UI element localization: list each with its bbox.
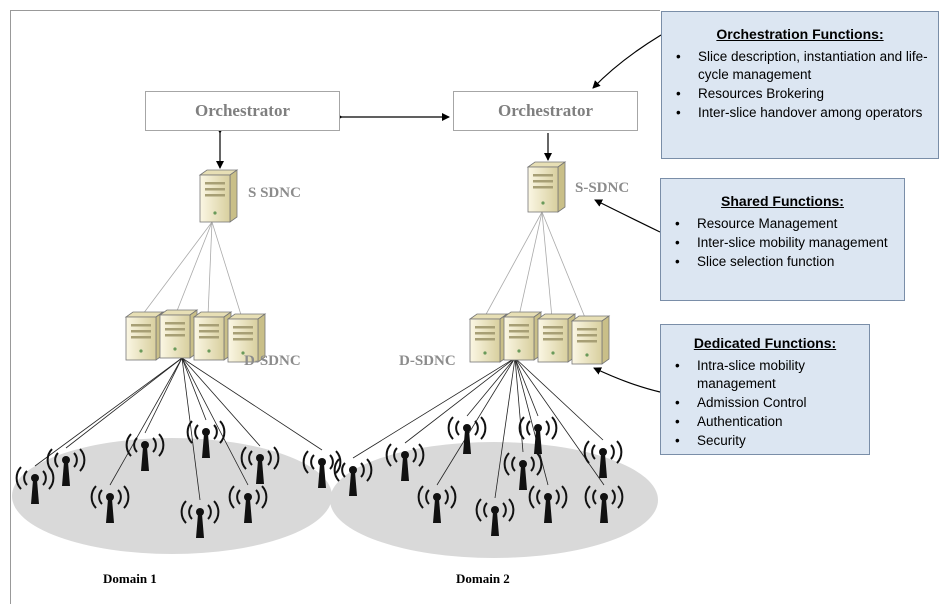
server-icon: [502, 311, 543, 361]
link-line: [34, 357, 183, 467]
d-sdnc-right-label: D-SDNC: [399, 353, 456, 369]
domain-1-label: Domain 1: [103, 571, 157, 586]
dedicated-pointer-arrow: [593, 367, 661, 393]
s-sdnc-right-label: S-SDNC: [575, 180, 630, 196]
antenna-icon: [240, 446, 280, 484]
list-item: Resources Brokering: [662, 85, 938, 103]
antenna-icon: [333, 458, 373, 496]
antenna-icon: [90, 485, 130, 523]
server-icon: [468, 313, 509, 363]
server-icon: [226, 313, 267, 363]
link-line: [541, 211, 587, 321]
list-item: Admission Control: [661, 394, 869, 412]
list-item: Inter-slice mobility management: [661, 234, 904, 252]
link-line: [181, 357, 207, 421]
domain-2-label: Domain 2: [456, 571, 510, 586]
server-icon: [198, 169, 239, 223]
list-item: Slice description, instantiation and lif…: [662, 48, 938, 84]
antenna-icon: [302, 450, 342, 488]
orchestrator-box-left: Orchestrator: [145, 91, 340, 131]
link-line: [181, 357, 201, 501]
orchestration-functions-panel: Orchestration Functions: Slice descripti…: [661, 11, 939, 159]
orchestration-functions-title: Orchestration Functions:: [716, 26, 884, 42]
dedicated-functions-panel: Dedicated Functions: Intra-slice mobilit…: [660, 324, 870, 455]
link-line: [514, 357, 604, 441]
antenna-icon: [125, 433, 165, 471]
list-item: Inter-slice handover among operators: [662, 104, 938, 122]
shared-functions-title: Shared Functions:: [721, 193, 844, 209]
orchestration-functions-list: Slice description, instantiation and lif…: [662, 48, 938, 122]
arrows-layer: [216, 34, 662, 393]
antenna-icon: [447, 416, 487, 454]
antenna-icon: [518, 416, 558, 454]
antenna-icon: [186, 420, 226, 458]
link-line: [541, 211, 553, 319]
server-icon: [158, 309, 199, 359]
link-line: [65, 357, 183, 449]
antenna-icon: [228, 485, 268, 523]
link-line: [181, 357, 249, 486]
link-line: [514, 357, 539, 417]
server-icon: [570, 315, 611, 365]
link-line: [518, 211, 543, 317]
shared-functions-list: Resource Management Inter-slice mobility…: [661, 215, 904, 271]
antenna-icon: [180, 500, 220, 538]
link-line: [514, 357, 605, 486]
dedicated-functions-title: Dedicated Functions:: [693, 335, 837, 351]
list-item: Resource Management: [661, 215, 904, 233]
link-line: [466, 357, 516, 417]
server-icon: [124, 311, 165, 361]
list-item: Intra-slice mobility management: [661, 357, 869, 393]
s-sdnc-left-label: S SDNC: [248, 185, 301, 201]
link-line: [494, 357, 516, 499]
orchestration-pointer-arrow: [592, 34, 662, 89]
shared-pointer-arrow: [594, 199, 661, 233]
link-line: [139, 221, 213, 319]
dedicated-functions-list: Intra-slice mobility management Admissio…: [661, 357, 869, 450]
antenna-icon: [15, 466, 55, 504]
server-icon: [526, 161, 567, 213]
list-item: Security: [661, 432, 869, 450]
antenna-icon: [385, 443, 425, 481]
frame-top-border: [10, 10, 660, 11]
link-line: [109, 357, 183, 486]
domain-1-area: [12, 438, 332, 554]
link-line: [352, 357, 516, 459]
link-line: [404, 357, 516, 444]
frame-left-border: [10, 10, 11, 604]
link-line: [483, 211, 543, 319]
antenna-icon: [528, 485, 568, 523]
connection-lines-layer: [34, 211, 605, 501]
antenna-icon: [503, 452, 543, 490]
list-item: Slice selection function: [661, 253, 904, 271]
antenna-icon: [417, 485, 457, 523]
antenna-icon: [475, 498, 515, 536]
domain-areas-layer: [12, 438, 658, 558]
antenna-icon: [584, 485, 624, 523]
orchestrator-right-label: Orchestrator: [497, 101, 594, 120]
list-item: Authentication: [661, 413, 869, 431]
server-icon: [192, 311, 233, 361]
antennas-layer: [15, 416, 624, 538]
link-line: [514, 357, 549, 486]
shared-functions-panel: Shared Functions: Resource Management In…: [660, 178, 905, 301]
link-line: [207, 221, 213, 317]
server-icon: [536, 313, 577, 363]
orchestrator-left-label: Orchestrator: [194, 101, 291, 120]
orchestrator-box-right: Orchestrator: [453, 91, 638, 131]
link-line: [174, 221, 213, 317]
link-line: [211, 221, 243, 319]
link-line: [181, 357, 261, 447]
antenna-icon: [46, 448, 86, 486]
domain-2-area: [330, 442, 658, 558]
link-line: [181, 357, 323, 451]
servers-layer: [124, 161, 611, 365]
d-sdnc-left-label: D-SDNC: [244, 353, 301, 369]
link-line: [144, 357, 183, 434]
antenna-icon: [583, 440, 623, 478]
